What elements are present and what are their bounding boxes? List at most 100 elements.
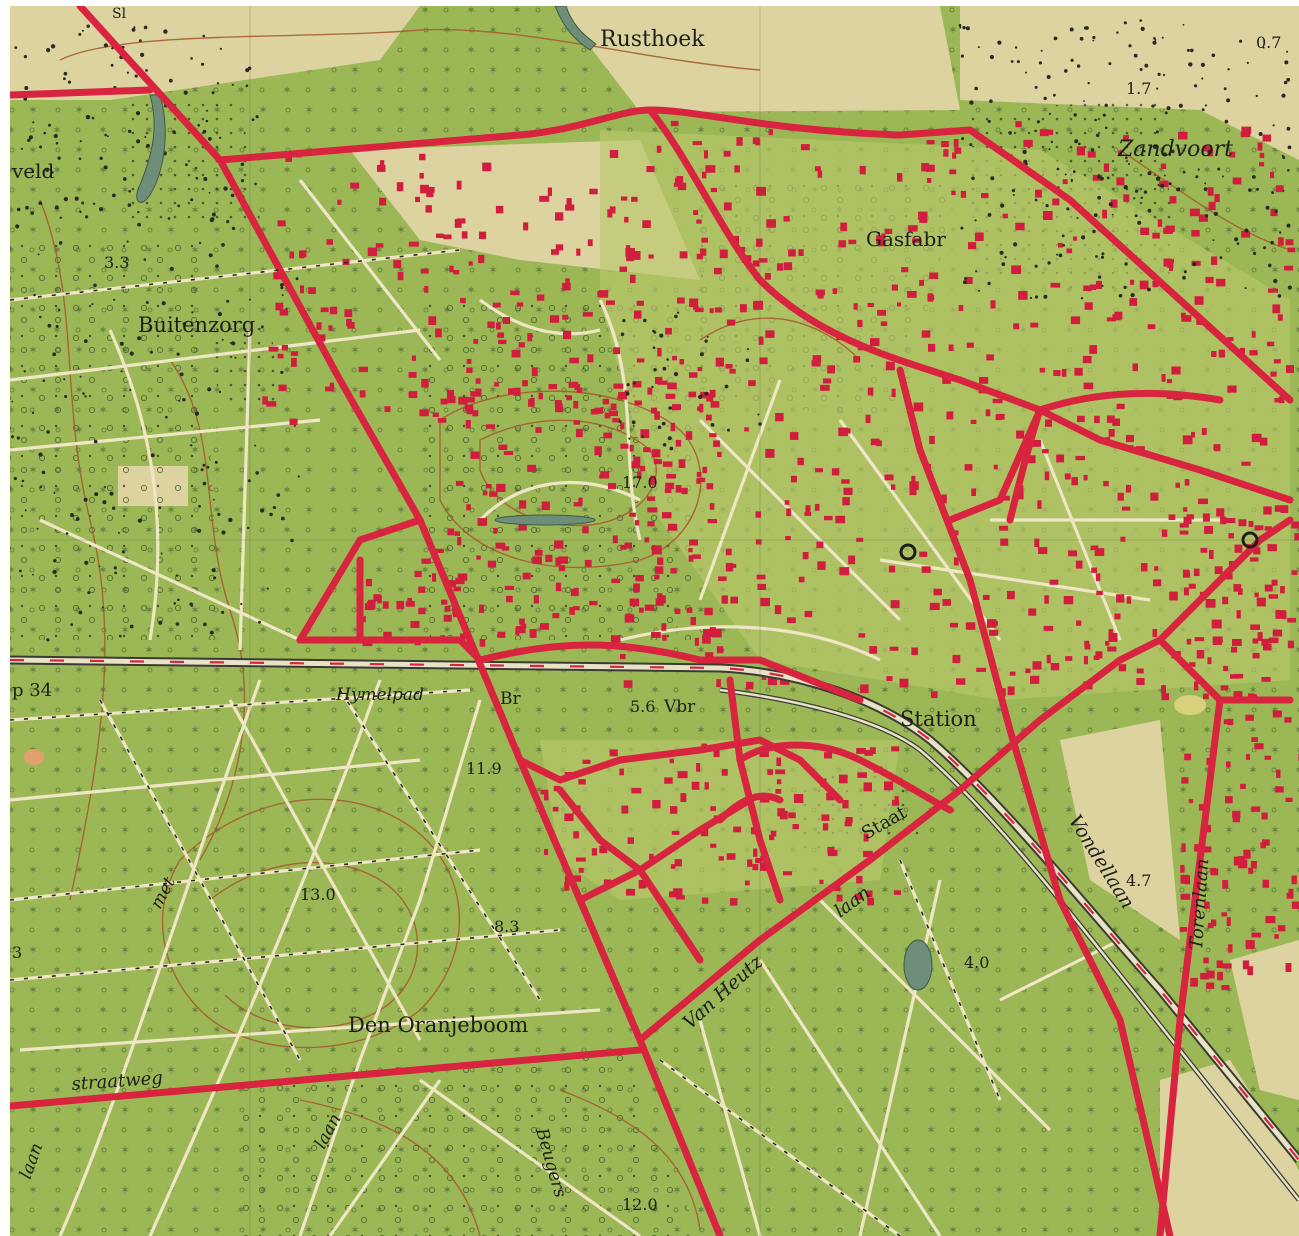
height-4-7: 4.7 xyxy=(1126,871,1151,890)
tree-dot xyxy=(1066,207,1070,211)
building xyxy=(701,237,708,243)
building xyxy=(679,251,688,259)
building xyxy=(1265,916,1276,924)
tree-dot xyxy=(57,309,61,312)
tree-dot xyxy=(280,283,284,287)
building xyxy=(455,480,464,486)
building xyxy=(545,554,553,563)
label-vbr: Vbr xyxy=(663,697,696,717)
building xyxy=(709,503,715,510)
building xyxy=(857,319,863,328)
building xyxy=(1272,304,1281,314)
building xyxy=(670,806,678,814)
building xyxy=(700,248,707,256)
tree-dot xyxy=(1227,68,1230,71)
tree-dot xyxy=(1244,228,1249,233)
building xyxy=(1276,185,1284,193)
building xyxy=(266,401,277,407)
tree-dot xyxy=(974,86,978,91)
building xyxy=(1052,198,1060,206)
tree-dot xyxy=(254,444,257,447)
tree-dot xyxy=(1182,23,1185,26)
tree-dot xyxy=(201,62,205,66)
height-3-3: 3.3 xyxy=(104,253,129,272)
building xyxy=(1286,365,1294,373)
tree-dot xyxy=(1104,126,1108,130)
building xyxy=(1291,875,1297,885)
tree-dot xyxy=(641,435,644,438)
tree-dot xyxy=(1034,198,1038,202)
building xyxy=(626,253,635,262)
building xyxy=(1288,888,1294,894)
building xyxy=(891,388,896,397)
building xyxy=(1154,566,1159,571)
tree-dot xyxy=(245,84,249,88)
building xyxy=(665,482,675,490)
building xyxy=(486,484,492,489)
building xyxy=(503,451,514,455)
topographic-map[interactable]: ✶ ✶ xyxy=(10,6,1299,1236)
building xyxy=(498,444,508,450)
building xyxy=(776,263,784,271)
building xyxy=(407,597,412,603)
building xyxy=(419,409,429,417)
building xyxy=(589,600,598,606)
tree-dot xyxy=(272,506,276,510)
building xyxy=(921,566,931,573)
label-station: Station xyxy=(900,707,977,731)
building xyxy=(325,386,335,392)
building xyxy=(1251,806,1261,812)
building xyxy=(427,187,435,193)
building xyxy=(613,347,621,355)
tree-dot xyxy=(84,560,89,565)
tree-dot xyxy=(24,509,27,512)
tree-dot xyxy=(1204,182,1207,185)
tree-dot xyxy=(1143,150,1146,153)
tree-dot xyxy=(960,54,965,58)
tree-dot xyxy=(1004,256,1007,259)
tree-dot xyxy=(32,573,34,576)
building xyxy=(1083,382,1094,390)
building xyxy=(764,273,771,280)
building xyxy=(730,898,738,906)
building xyxy=(632,381,642,388)
tree-dot xyxy=(727,428,730,432)
building xyxy=(1291,901,1299,909)
building xyxy=(783,871,792,876)
tree-dot xyxy=(1076,217,1079,219)
building xyxy=(487,560,497,568)
tree-dot xyxy=(1053,36,1058,41)
building xyxy=(775,413,784,422)
building xyxy=(619,768,624,776)
tree-dot xyxy=(1034,85,1038,89)
tree-dot xyxy=(30,211,34,215)
building xyxy=(993,464,998,470)
building xyxy=(1152,281,1159,287)
building xyxy=(290,351,299,356)
building xyxy=(952,654,961,664)
building xyxy=(1182,435,1193,445)
building xyxy=(620,654,626,660)
building xyxy=(709,433,717,438)
tree-dot xyxy=(1062,244,1065,247)
tree-dot xyxy=(961,137,965,141)
building xyxy=(1084,643,1091,650)
tree-dot xyxy=(190,57,193,60)
building xyxy=(1188,799,1194,804)
building xyxy=(629,512,636,517)
building xyxy=(1262,879,1269,888)
tree-dot xyxy=(202,463,206,467)
tree-dot xyxy=(1286,77,1291,82)
tree-dot xyxy=(1022,149,1027,155)
building xyxy=(1157,219,1163,227)
tree-dot xyxy=(1182,275,1186,280)
tree-dot xyxy=(987,281,991,286)
tree-dot xyxy=(1053,93,1056,97)
tree-dot xyxy=(23,370,26,373)
building xyxy=(1221,985,1230,991)
building xyxy=(685,431,693,440)
building xyxy=(629,598,640,607)
building xyxy=(805,505,811,515)
building xyxy=(901,267,909,273)
building xyxy=(454,531,460,536)
